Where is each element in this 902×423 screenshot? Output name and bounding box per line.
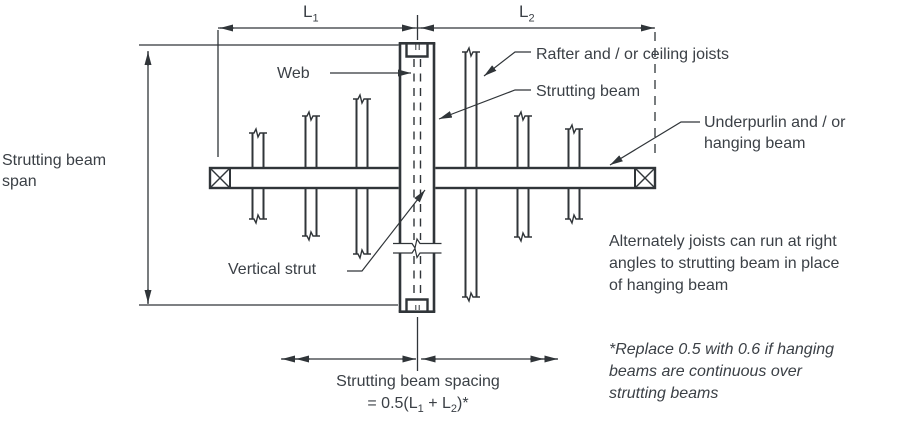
web-centerline: [413, 59, 422, 297]
spacing-formula: = 0.5(L1 + L2)*: [367, 395, 469, 416]
strutting-beam: [393, 41, 442, 314]
strutting-beam-leader: [438, 89, 531, 120]
top-dimension: [217, 15, 656, 157]
web-chord-notch-bottom: [405, 298, 429, 311]
spacing-dimension: [281, 317, 558, 371]
vertical-strut-leader: [347, 189, 426, 272]
spacing-title: Strutting beam spacing: [336, 373, 500, 390]
beam-end-cross-right: [634, 167, 656, 189]
rafter-label: Rafter and / or ceiling joists: [536, 46, 729, 63]
vertical-strut-label: Vertical strut: [228, 261, 317, 278]
underpurlin-label: Underpurlin and / or hanging beam: [704, 114, 846, 152]
beam-end-cross-left: [209, 167, 231, 189]
web-label: Web: [277, 65, 310, 82]
leader-lines: [330, 51, 700, 272]
spacing-label: Strutting beam spacing = 0.5(L1 + L2)*: [286, 371, 550, 420]
footnote: *Replace 0.5 with 0.6 if hanging beams a…: [609, 341, 835, 402]
strutting-beam-label: Strutting beam: [536, 83, 641, 100]
web-chord-notch-top: [405, 44, 429, 58]
beam-break-marks: [393, 237, 442, 260]
dimension-label-l1: L1: [303, 2, 319, 25]
underpurlin-leader: [609, 121, 700, 166]
span-extension-lines: [139, 44, 399, 306]
rafter-leader: [483, 51, 531, 77]
dimension-label-l2: L2: [519, 2, 535, 25]
span-label: Strutting beam span: [2, 152, 107, 190]
alternate-joists-note: Alternately joists can run at right angl…: [609, 233, 840, 294]
